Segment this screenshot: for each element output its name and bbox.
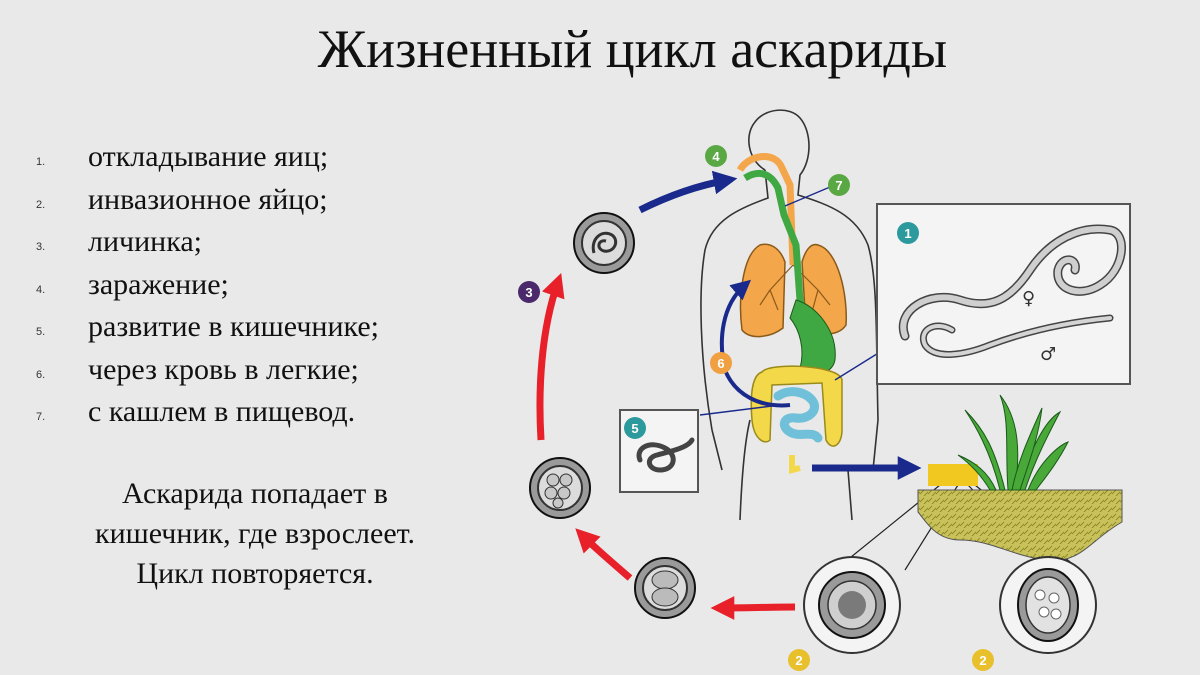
badge-7: 7 <box>828 174 850 196</box>
cycle-arrow <box>575 528 633 581</box>
egg-morula <box>529 457 591 519</box>
list-number: 5. <box>36 326 46 338</box>
list-number: 3. <box>36 241 46 253</box>
leader-lines <box>699 186 881 416</box>
badge-2: 2 <box>972 649 994 671</box>
list-number: 7. <box>36 411 46 423</box>
egg-larva <box>573 212 635 274</box>
trachea <box>736 153 797 266</box>
summary-text: Аскарида попадает в кишечник, где взросл… <box>40 474 470 594</box>
badge-3: 3 <box>518 281 540 303</box>
list-number: 1. <box>36 156 46 168</box>
cycle-arrow <box>536 273 565 441</box>
cycle-arrow <box>710 596 796 620</box>
male-symbol: ♂ <box>1040 344 1056 365</box>
list-text: заражение; <box>88 267 229 301</box>
summary-line: Цикл повторяется. <box>136 557 374 590</box>
intestines <box>750 365 843 474</box>
list-text: инвазионное яйцо; <box>88 182 328 216</box>
list-text: откладывание яиц; <box>88 140 329 173</box>
svg-text:4: 4 <box>712 149 720 164</box>
egg-two-cell <box>634 557 696 619</box>
svg-text:5: 5 <box>631 421 638 436</box>
svg-text:6: 6 <box>717 356 724 371</box>
human-body <box>700 109 879 521</box>
summary-line: Аскарида попадает в <box>122 477 388 510</box>
badge-4: 4 <box>705 145 727 167</box>
egg-site <box>928 464 978 486</box>
badge-5: 5 <box>624 417 646 439</box>
list-text: с кашлем в пищевод. <box>88 395 356 428</box>
magnified-egg <box>803 556 901 654</box>
magnified-egg <box>999 556 1097 654</box>
svg-text:3: 3 <box>525 285 532 300</box>
list-number: 2. <box>36 198 46 211</box>
svg-text:2: 2 <box>979 653 986 668</box>
adult-worms-panel: ♀ ♂ <box>876 203 1131 385</box>
soil <box>917 464 1123 562</box>
female-symbol: ♀ <box>1022 288 1035 309</box>
svg-text:7: 7 <box>835 178 842 193</box>
list-text: через кровь в легкие; <box>88 352 359 386</box>
summary-line: кишечник, где взрослеет. <box>95 517 415 550</box>
badge-1: 1 <box>897 222 919 244</box>
list-number: 4. <box>36 283 46 296</box>
badge-2: 2 <box>788 649 810 671</box>
grass <box>957 394 1070 491</box>
list-text: развитие в кишечнике; <box>88 310 380 343</box>
svg-text:2: 2 <box>795 653 802 668</box>
list-text: личинка; <box>88 225 202 258</box>
list-number: 6. <box>36 368 46 381</box>
slide-title: Жизненный цикл аскариды <box>317 19 948 79</box>
badge-6: 6 <box>710 352 732 374</box>
infection-arrow <box>638 170 738 214</box>
svg-text:1: 1 <box>904 226 911 241</box>
